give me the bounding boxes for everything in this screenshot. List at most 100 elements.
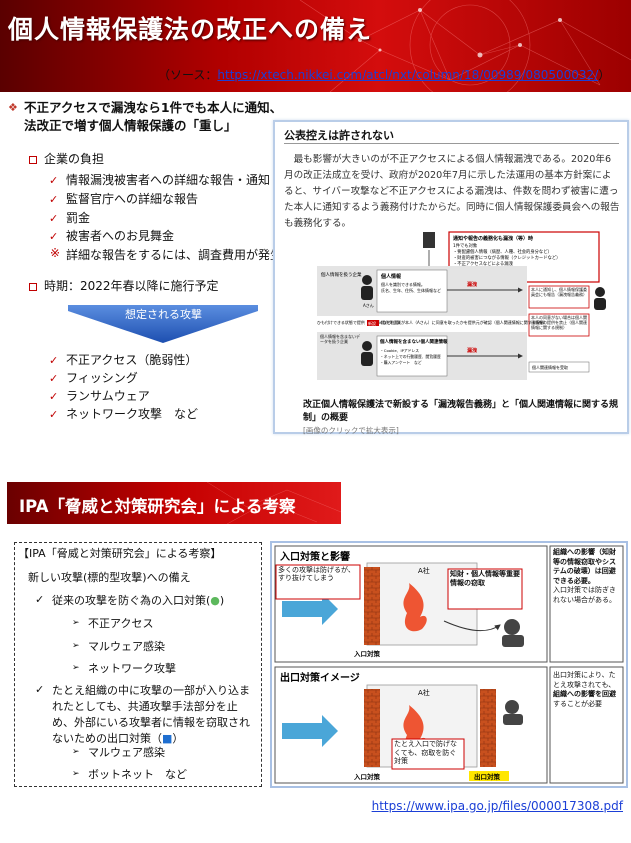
burden-item: 監督官庁への詳細な報告 bbox=[66, 192, 199, 206]
notice-line: ・財産的被害につながる情報（クレジットカードなど） bbox=[453, 254, 560, 261]
exit-wall bbox=[480, 689, 496, 767]
source-line: （ソース：https://xtech.nikkei.com/atcl/nxt/c… bbox=[158, 66, 610, 83]
check-icon: ✓ bbox=[49, 174, 59, 187]
check-icon: ✓ bbox=[49, 390, 59, 403]
article-title: 公表控えは許されない bbox=[284, 129, 394, 142]
provide-note: 提供先企業が本人（Aさん）に同意を取ったかを提供元が確認（個人関連情報に関する規… bbox=[381, 319, 548, 325]
entry-label: 入口対策 bbox=[353, 772, 381, 781]
headline-line-1: 不正アクセスで漏洩なら1件でも本人に通知、 bbox=[24, 100, 283, 115]
entry-callout-box bbox=[275, 564, 361, 600]
receiver-box bbox=[528, 361, 590, 373]
company-label: A社 bbox=[418, 566, 430, 575]
person-icon bbox=[361, 286, 373, 300]
check-icon: ✓ bbox=[49, 408, 59, 421]
side-panel-1 bbox=[549, 545, 624, 663]
check-icon: ✓ bbox=[49, 372, 59, 385]
ipa-countermeasure-figure: 入口対策と影響 A社 入口対策 多くの攻撃は防げるが、すり抜けてしまう 知財・個… bbox=[270, 541, 628, 788]
attacker-icon bbox=[504, 619, 520, 635]
person-icon bbox=[361, 352, 373, 366]
related-info-label: 個人情報を含まない個人関連情報 bbox=[379, 338, 448, 345]
network-background-graphic bbox=[299, 0, 631, 92]
burden-item: 罰金 bbox=[66, 211, 91, 225]
related-desc: ・購入アンケート など bbox=[380, 360, 422, 365]
source-prefix: （ソース： bbox=[158, 68, 218, 82]
entry-callout-text: 多くの攻撃は防げるが、すり抜けてしまう bbox=[278, 566, 355, 582]
check-icon: ✓ bbox=[49, 230, 59, 243]
notify-box bbox=[528, 285, 590, 309]
notice-line: ・要配慮個人情報（病歴、人種、社会的身分など） bbox=[453, 248, 552, 255]
new-badge-label: 新設 bbox=[368, 320, 376, 326]
burden-item: 被害者へのお見舞金 bbox=[66, 229, 175, 243]
law-overview-diagram-detail[interactable]: 通知や報告の義務化も漏洩（等）時 1件でも対象 ・要配慮個人情報（病歴、人種、社… bbox=[317, 228, 609, 393]
receiver-label: 個人関連情報を受取 bbox=[532, 364, 568, 370]
entry-label: 入口対策 bbox=[353, 649, 381, 658]
check-icon: ✓ bbox=[49, 212, 59, 225]
exit-panel-title: 出口対策イメージ bbox=[280, 671, 360, 684]
notify-text: 本人に通知し、個人情報保護委員会にも報告（漏洩報告義務） bbox=[531, 287, 587, 297]
side1-title-2: （知財等の情報窃取やシステムの破壊）は回避できる必要。 bbox=[553, 548, 616, 585]
company-label: A社 bbox=[418, 688, 430, 697]
attack-arrow-icon bbox=[282, 593, 338, 625]
page-title: 個人情報保護法の改正への備え bbox=[8, 15, 373, 44]
arrow-bullet-icon: ➢ bbox=[72, 618, 80, 628]
exit-heading-text: たとえ組織の中に攻撃の一部が入り込まれたとしても、共通攻撃手法部分を止め、外部に… bbox=[52, 684, 250, 745]
person-icon bbox=[362, 275, 372, 285]
check-icon: ✓ bbox=[35, 683, 45, 696]
committee-building-icon bbox=[423, 232, 435, 248]
attack-arrow-icon bbox=[282, 715, 338, 747]
exit-callout-text: たとえ入口で防げなくても、窃取を防ぐ対策 bbox=[394, 740, 457, 765]
schedule-text: 時期：2022年春以降に施行予定 bbox=[44, 279, 219, 293]
person-icon bbox=[595, 287, 605, 297]
article-divider bbox=[284, 143, 619, 144]
exit-callout-box bbox=[391, 738, 465, 770]
attack-item: ネットワーク攻撃 など bbox=[66, 407, 199, 421]
source-link[interactable]: https://xtech.nikkei.com/atcl/nxt/column… bbox=[217, 68, 599, 82]
arrow-bullet-icon: ➢ bbox=[72, 641, 80, 651]
exit-item: ボットネット など bbox=[88, 768, 187, 781]
related-desc: ・ネット上での行動履歴、閲覧履歴 bbox=[380, 354, 441, 359]
header-banner: 個人情報保護法の改正への備え （ソース：https://xtech.nikkei… bbox=[0, 0, 631, 92]
a-san-label: Aさん bbox=[363, 302, 374, 308]
related-holder-label: 個人情報を含まないデータを扱う企業 bbox=[320, 334, 360, 344]
section2-title: IPA「脅威と対策研究会」による考察 bbox=[19, 497, 296, 516]
headline-line-2: 法改正で増す個人情報保護の「重し」 bbox=[24, 118, 237, 133]
blue-square-icon: ■ bbox=[162, 732, 173, 745]
ipa-summary-box: 【IPA「脅威と対策研究会」による考察】 新しい攻撃(標的型攻撃)への備え ✓ … bbox=[14, 542, 262, 787]
figure-caption-note[interactable]: [画像のクリックで拡大表示] bbox=[303, 426, 399, 435]
entry-item: 不正アクセス bbox=[88, 617, 154, 630]
section2-banner: IPA「脅威と対策研究会」による考察 bbox=[7, 482, 341, 524]
entry-item: ネットワーク攻撃 bbox=[88, 662, 176, 675]
side2-text-1: 出口対策により、たとえ攻撃されても、 bbox=[553, 671, 616, 689]
attacker-icon bbox=[505, 700, 519, 714]
source-suffix: ） bbox=[598, 68, 611, 82]
check-icon: ✓ bbox=[49, 193, 59, 206]
new-badge bbox=[367, 320, 379, 326]
notice-line: ・不正アクセスなどによる漏洩 bbox=[453, 260, 514, 267]
attacker-icon bbox=[502, 635, 524, 647]
ipa-figure-graphic: 入口対策と影響 A社 入口対策 多くの攻撃は防げるが、すり抜けてしまう 知財・個… bbox=[274, 545, 624, 784]
entry-item: マルウェア感染 bbox=[88, 640, 165, 653]
personal-info-desc: 個人を識別できる情報。 bbox=[381, 281, 425, 287]
arrow-bullet-icon: ➢ bbox=[72, 747, 80, 757]
notice-title: 通知や報告の義務化も漏洩（等）時 bbox=[453, 235, 533, 242]
check-icon: ✓ bbox=[35, 593, 45, 606]
personal-info-desc: 氏名、生年、住所、生体情報など bbox=[381, 287, 441, 293]
arrow-label: 想定される攻撃 bbox=[125, 308, 202, 321]
attack-item: 不正アクセス（脆弱性） bbox=[66, 353, 198, 367]
note-mark-icon: ※ bbox=[50, 246, 61, 260]
network-background-graphic bbox=[206, 482, 341, 524]
attack-item: ランサムウェア bbox=[66, 389, 150, 403]
article-body: 最も影響が大きいのが不正アクセスによる個人情報漏洩である。2020年6月の改正法… bbox=[284, 154, 620, 229]
personal-info-label: 個人情報 bbox=[380, 273, 402, 280]
side1-body: 入口対策では防ぎきれない場合がある。 bbox=[553, 586, 616, 604]
attacker-icon bbox=[503, 714, 523, 725]
ipa-source-link[interactable]: https://www.ipa.go.jp/files/000017308.pd… bbox=[371, 799, 623, 813]
burden-note: 詳細な報告をするには、調査費用が発生 bbox=[66, 248, 283, 262]
entry-heading-text: 従来の攻撃を防ぐ為の入口対策( bbox=[52, 594, 211, 607]
article-excerpt-box: 公表控えは許されない 最も影響が大きいのが不正アクセスによる個人情報漏洩である。… bbox=[273, 120, 629, 435]
square-bullet-icon bbox=[29, 156, 37, 164]
green-dot-icon: ● bbox=[210, 594, 220, 607]
side-panel-2 bbox=[549, 666, 624, 784]
burden-heading: 企業の負担 bbox=[44, 152, 105, 166]
personal-info-card bbox=[376, 269, 448, 313]
